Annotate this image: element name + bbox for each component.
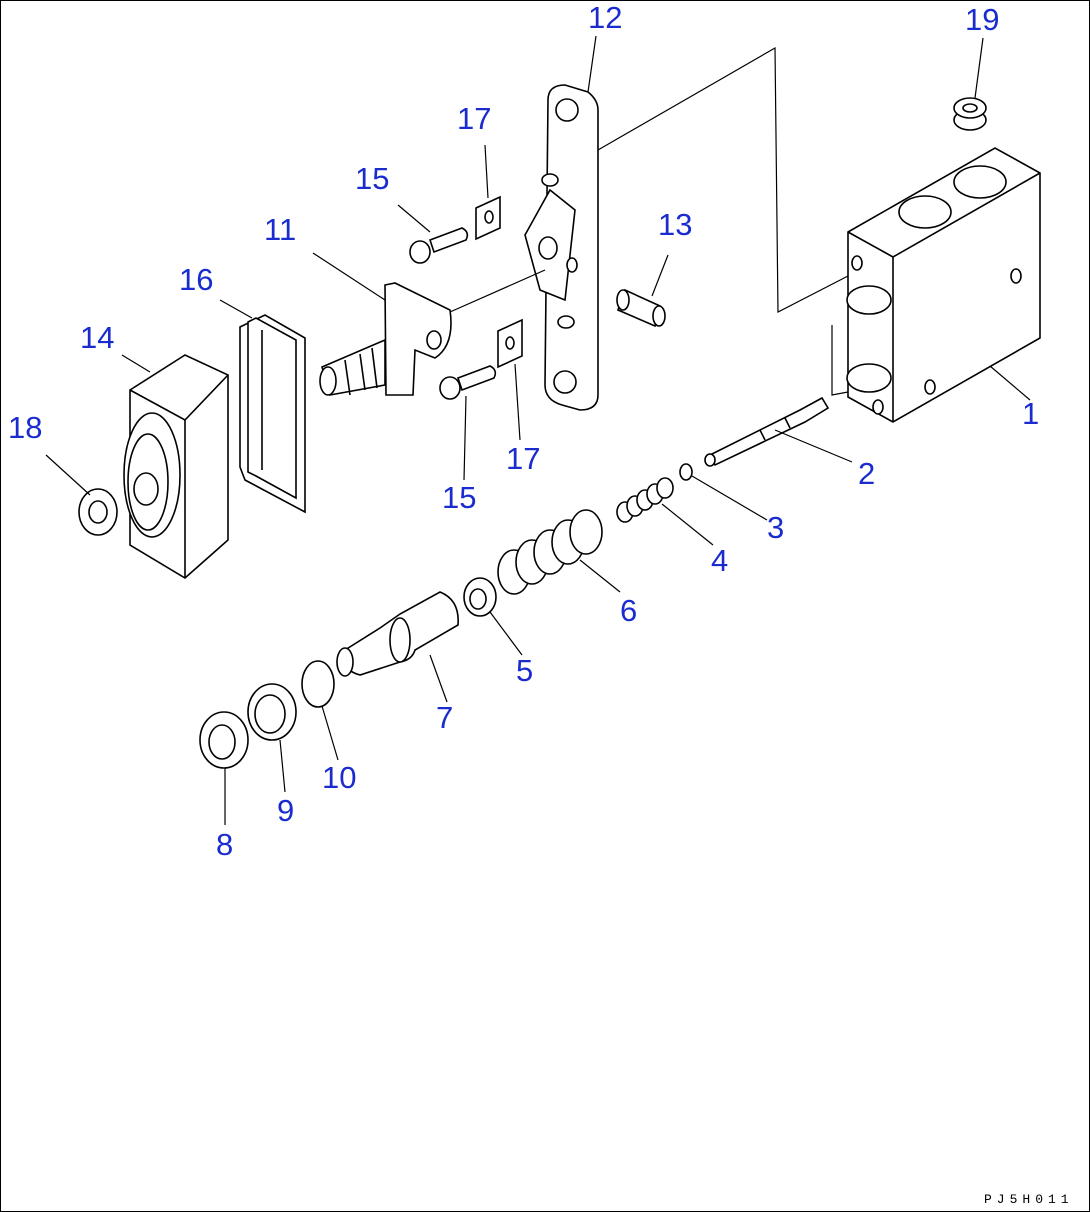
callout-15-upper: 15 [355,161,390,196]
part-15-bolt-lower [439,365,497,400]
part-17-gasket-lower [497,318,523,369]
callout-17-upper: 17 [457,101,492,136]
part-2-spool [704,396,830,467]
part-6-spring [497,509,603,595]
part-19-plug [953,97,987,131]
callout-7: 7 [436,700,454,735]
diagram-code: PJ5H011 [984,1192,1074,1207]
callout-12: 12 [588,0,623,35]
callout-10: 10 [322,760,357,795]
part-5-retainer [463,577,497,617]
callout-18: 18 [8,410,43,445]
callout-6: 6 [620,593,638,628]
callout-9: 9 [277,793,295,828]
part-11-lever [319,282,452,396]
part-12-plate [524,84,599,411]
callout-1: 1 [1022,396,1040,431]
assembly-guide-line [831,325,849,396]
callout-17-lower: 17 [506,441,541,476]
callout-3: 3 [767,510,785,545]
callout-2: 2 [858,456,876,491]
part-16-gasket [239,314,306,514]
part-15-bolt-upper [409,227,469,264]
leader-lines [45,35,1031,825]
part-1-valve-body [846,147,1041,423]
part-14-cover [123,354,229,579]
part-8-washer [199,711,249,769]
assembly-guide-line [449,269,546,313]
part-18-washer [78,488,118,536]
callout-15-lower: 15 [442,480,477,515]
part-7-piston [336,591,459,677]
callout-8: 8 [216,827,234,862]
part-3-ring [679,463,693,481]
callout-11: 11 [264,212,297,247]
callout-13: 13 [658,207,693,242]
callout-4: 4 [711,543,729,578]
callout-19: 19 [965,2,1000,37]
callout-5: 5 [516,653,534,688]
part-10-o-ring [301,660,335,708]
part-13-pin [616,288,666,328]
part-17-gasket-upper [475,195,501,241]
callout-14: 14 [80,320,115,355]
callout-16: 16 [179,262,214,297]
assembly-guide-line [597,46,849,313]
part-9-seal [247,683,297,741]
part-4-spring [616,477,674,523]
